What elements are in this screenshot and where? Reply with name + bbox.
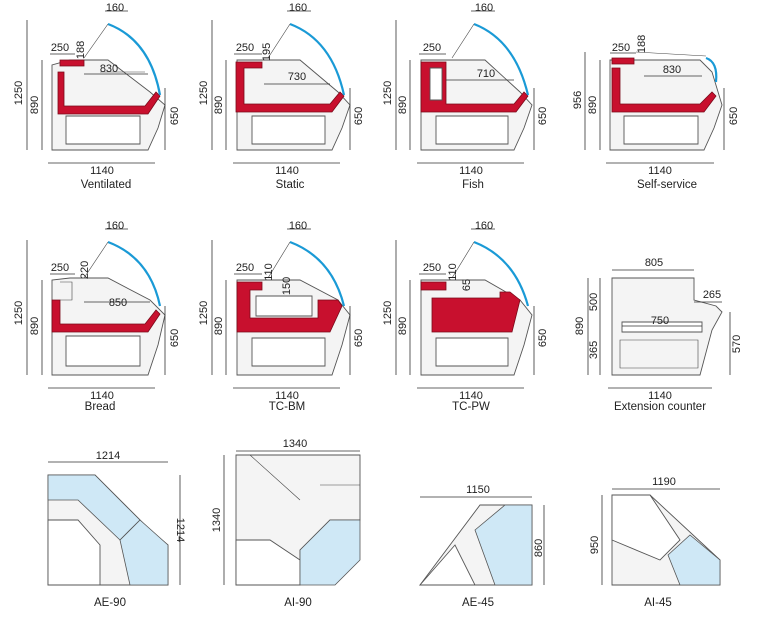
profile-self-service: 956 890 650 1140 250 188 830 Self-servic… bbox=[572, 35, 740, 191]
profile-bread: 1250 890 650 1140 160 250 220 850 Bread bbox=[13, 220, 181, 413]
dim-depth: 850 bbox=[109, 297, 127, 309]
dim-shelf-width: 250 bbox=[236, 42, 254, 54]
dim-width: 1140 bbox=[459, 390, 483, 402]
dim-depth: 860 bbox=[533, 539, 545, 557]
dim-lower-height: 365 bbox=[588, 341, 600, 359]
dim-total-height: 956 bbox=[572, 91, 584, 109]
dim-shelf-width: 250 bbox=[423, 42, 441, 54]
dim-top: 160 bbox=[475, 2, 493, 14]
dim-front-height: 650 bbox=[169, 329, 181, 347]
dim-depth: 710 bbox=[477, 68, 495, 80]
dim-total-height: 1250 bbox=[382, 81, 394, 105]
dim-depth: 950 bbox=[589, 536, 601, 554]
dim-front-height: 650 bbox=[353, 107, 365, 125]
caption: AE-90 bbox=[94, 597, 126, 609]
dim-total-height: 1250 bbox=[13, 81, 25, 105]
dim-shelf-height: 195 bbox=[261, 43, 273, 61]
dim-counter-height: 890 bbox=[29, 96, 41, 114]
profile-static: 1250 890 650 1140 160 250 195 730 Static bbox=[198, 2, 365, 191]
dim-inner-height: 150 bbox=[281, 277, 293, 295]
caption: AI-45 bbox=[644, 597, 672, 609]
profile-ventilated: 1250 890 650 1140 160 250 188 830 Ventil… bbox=[13, 2, 181, 191]
profile-tc-pw: 1250 890 650 1140 160 250 110 65 TC-PW bbox=[382, 220, 549, 413]
dim-total-height: 1250 bbox=[198, 81, 210, 105]
dim-counter-height: 890 bbox=[213, 96, 225, 114]
dim-depth: 1214 bbox=[174, 518, 186, 542]
dim-depth: 830 bbox=[663, 64, 681, 76]
caption: Self-service bbox=[637, 179, 697, 191]
dim-width: 1150 bbox=[466, 484, 490, 496]
dim-total-height: 1250 bbox=[13, 301, 25, 325]
caption: Fish bbox=[462, 179, 484, 191]
dim-upper-height: 500 bbox=[588, 293, 600, 311]
dim-width: 1340 bbox=[283, 438, 307, 450]
dim-counter-height: 890 bbox=[587, 96, 599, 114]
dim-top: 160 bbox=[289, 220, 307, 232]
profile-fish: 1250 890 650 1140 160 250 710 Fish bbox=[382, 2, 549, 191]
dim-shelf-height: 110 bbox=[263, 263, 275, 281]
dim-width: 1214 bbox=[96, 450, 120, 462]
dim-top: 160 bbox=[106, 220, 124, 232]
dim-counter-height: 890 bbox=[397, 317, 409, 335]
caption: Extension counter bbox=[614, 401, 706, 413]
dim-width: 1140 bbox=[90, 390, 114, 402]
dim-width: 1140 bbox=[275, 390, 299, 402]
dim-width: 1140 bbox=[648, 165, 672, 177]
dim-counter-height: 890 bbox=[29, 317, 41, 335]
dim-width: 1140 bbox=[90, 165, 114, 177]
dim-counter-height: 890 bbox=[397, 96, 409, 114]
dim-shelf-width: 250 bbox=[51, 262, 69, 274]
caption: TC-PW bbox=[452, 401, 490, 413]
corner-ae-90: 1214 1214 AE-90 bbox=[47, 450, 186, 609]
dim-width: 1140 bbox=[648, 390, 672, 402]
dim-width: 1140 bbox=[275, 165, 299, 177]
dim-front-height: 650 bbox=[169, 107, 181, 125]
caption: AI-90 bbox=[284, 597, 312, 609]
profile-extension-counter: 805 265 750 500 365 890 570 1140 Extensi… bbox=[574, 257, 743, 413]
dim-top-width: 805 bbox=[645, 257, 663, 269]
dim-step-width: 265 bbox=[703, 289, 721, 301]
dim-counter-height: 890 bbox=[213, 317, 225, 335]
dim-shelf-width: 250 bbox=[423, 262, 441, 274]
dim-counter-height: 890 bbox=[574, 317, 586, 335]
dim-width: 1140 bbox=[459, 165, 483, 177]
dim-front-height: 650 bbox=[537, 329, 549, 347]
dim-depth: 830 bbox=[100, 63, 118, 75]
corner-ae-45: 1150 860 AE-45 bbox=[419, 484, 545, 609]
dim-top: 160 bbox=[475, 220, 493, 232]
dim-shelf-height: 188 bbox=[636, 35, 648, 53]
caption: Bread bbox=[85, 401, 116, 413]
dim-shelf-height: 110 bbox=[447, 263, 459, 281]
dim-inner-height: 65 bbox=[461, 279, 473, 291]
dim-front-height: 650 bbox=[537, 107, 549, 125]
dim-top: 160 bbox=[106, 2, 124, 14]
dim-top: 160 bbox=[289, 2, 307, 14]
profile-tc-bm: 1250 890 650 1140 160 250 110 150 TC-BM bbox=[198, 220, 365, 413]
caption: Ventilated bbox=[81, 179, 132, 191]
dim-front-height: 650 bbox=[728, 107, 740, 125]
dim-depth: 1340 bbox=[211, 508, 223, 532]
dim-shelf-height: 188 bbox=[75, 41, 87, 59]
caption: TC-BM bbox=[269, 401, 305, 413]
dim-total-height: 1250 bbox=[382, 301, 394, 325]
caption: AE-45 bbox=[462, 597, 494, 609]
dim-width: 1190 bbox=[652, 476, 676, 488]
dim-front-height: 570 bbox=[731, 335, 743, 353]
corner-ai-90: 1340 1340 AI-90 bbox=[211, 438, 361, 609]
dim-inner-width: 750 bbox=[651, 315, 669, 327]
dim-shelf-width: 250 bbox=[236, 262, 254, 274]
dim-total-height: 1250 bbox=[198, 301, 210, 325]
dim-shelf-height: 220 bbox=[79, 261, 91, 279]
dim-depth: 730 bbox=[288, 71, 306, 83]
dim-front-height: 650 bbox=[353, 329, 365, 347]
corner-ai-45: 1190 950 AI-45 bbox=[589, 476, 721, 609]
dim-shelf-width: 250 bbox=[51, 42, 69, 54]
dim-shelf-width: 250 bbox=[612, 42, 630, 54]
caption: Static bbox=[276, 179, 305, 191]
